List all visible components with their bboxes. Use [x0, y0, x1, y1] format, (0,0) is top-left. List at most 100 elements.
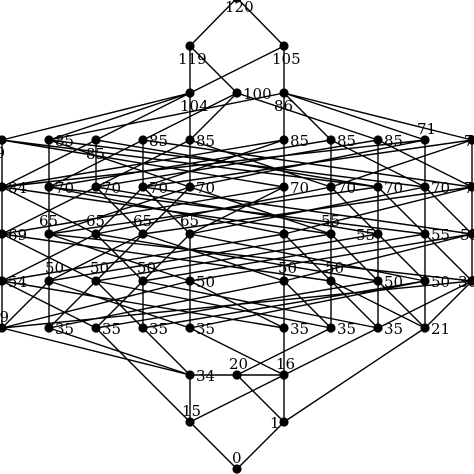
edge-n86-r3i — [283, 92, 426, 141]
node-label-r7c: 35 — [102, 320, 121, 338]
edge-r7c-n15 — [95, 327, 191, 423]
node-r4e — [185, 182, 195, 192]
edge-r4c-r5a — [1, 186, 97, 235]
edge-r3c-r4a — [1, 139, 97, 188]
node-n119 — [185, 41, 195, 51]
edge-n86-r3b — [48, 92, 285, 141]
edge-r5d-r6f — [142, 233, 285, 282]
node-label-r6h: 50 — [384, 273, 403, 291]
node-r5j — [467, 229, 474, 239]
edge-r6j-r7i — [424, 280, 473, 329]
node-label-n119: 119 — [178, 50, 207, 68]
edge-n104-r3c — [95, 92, 191, 141]
edge-r6e-r7a — [1, 280, 191, 329]
edge-r4i-r5j — [424, 186, 473, 235]
edge-r6g-r7h — [330, 280, 379, 329]
node-n86 — [279, 88, 289, 98]
node-r5g — [326, 229, 336, 239]
node-r7e — [185, 323, 195, 333]
edge-r5b-r6j — [48, 233, 473, 282]
node-r4h — [373, 182, 383, 192]
edge-r3j-r4g — [330, 139, 473, 188]
edge-r4j-r5f — [283, 186, 473, 235]
edge-r5d-r6c — [95, 233, 144, 282]
node-r5a — [0, 229, 7, 239]
node-label-n100: 100 — [243, 85, 272, 103]
node-label-r5j: 55 — [460, 226, 474, 244]
node-n20 — [232, 370, 242, 380]
node-label-r3e: 85 — [196, 132, 215, 150]
node-label-r3c: 85 — [86, 145, 105, 163]
edge-n120-n119 — [189, 0, 237, 47]
node-label-r7b: 35 — [55, 320, 74, 338]
edge-r6c-r7b — [48, 280, 97, 329]
edge-n105-n104 — [189, 45, 285, 94]
node-r4a — [0, 182, 7, 192]
edge-r6d-r7h — [142, 280, 379, 329]
node-label-r6c: 50 — [90, 259, 109, 277]
node-label-r6i: 50 — [431, 273, 450, 291]
node-r5h — [373, 229, 383, 239]
node-r5b — [44, 229, 54, 239]
node-n16 — [279, 370, 289, 380]
node-label-r4g: 70 — [337, 179, 356, 197]
node-label-r4e: 70 — [196, 179, 215, 197]
edge-r3f-r4a — [1, 139, 285, 188]
node-label-n104: 104 — [180, 97, 209, 115]
edge-n16-n15 — [189, 374, 285, 423]
node-label-r5c: 65 — [86, 212, 105, 230]
edge-r3h-r4c — [95, 139, 379, 188]
edge-r6i-r7d — [142, 280, 426, 329]
edge-r5f-r6a — [1, 233, 285, 282]
edge-r4e-r5d — [142, 186, 191, 235]
edge-r4j-r5d — [142, 186, 473, 235]
node-label-r7i: 21 — [431, 320, 450, 338]
node-label-n105: 105 — [272, 50, 301, 68]
edge-n119-n100 — [189, 45, 238, 94]
node-r4d — [138, 182, 148, 192]
edge-r7i-n1 — [283, 327, 426, 423]
node-r6f — [279, 276, 289, 286]
node-n0 — [232, 464, 242, 474]
node-label-r5a: 69 — [8, 226, 27, 244]
edge-r6i-r7e — [189, 280, 426, 329]
node-label-r3b: 85 — [55, 132, 74, 150]
node-label-r4d: 70 — [149, 179, 168, 197]
node-label-r7a: 49 — [0, 308, 9, 326]
node-label-n1: 1 — [270, 414, 280, 432]
node-n1 — [279, 417, 289, 427]
node-r7g — [326, 323, 336, 333]
node-label-r6b: 50 — [45, 259, 64, 277]
node-r4g — [326, 182, 336, 192]
node-label-r6j: 36 — [458, 273, 474, 291]
node-r5i — [420, 229, 430, 239]
edge-r3g-r4b — [48, 139, 332, 188]
edge-r4g-r5h — [330, 186, 379, 235]
edge-r3e-r4g — [189, 139, 332, 188]
node-label-r5g: 55 — [321, 212, 340, 230]
edge-n100-r3d — [142, 92, 238, 141]
node-label-r7h: 35 — [384, 320, 403, 338]
edge-r6j-r7a — [1, 280, 473, 329]
node-r7b — [44, 323, 54, 333]
node-label-n0: 0 — [232, 449, 242, 467]
edge-n86-r3j — [283, 92, 473, 141]
node-r5c — [91, 229, 101, 239]
edge-r7e-n16 — [189, 327, 285, 376]
node-r3a — [0, 135, 7, 145]
node-r3f — [279, 135, 289, 145]
node-r6d — [138, 276, 148, 286]
node-label-r3f: 85 — [290, 132, 309, 150]
node-r3j — [467, 135, 474, 145]
node-label-n120: 120 — [225, 0, 254, 16]
edge-n86-r3g — [283, 92, 332, 141]
node-label-r7d: 35 — [149, 320, 168, 338]
node-r6c — [91, 276, 101, 286]
node-label-r5e: 65 — [180, 212, 199, 230]
node-label-r3j: 71 — [464, 132, 474, 150]
edge-r5c-r6a — [1, 233, 97, 282]
node-r3h — [373, 135, 383, 145]
edge-r5j-r6e — [189, 233, 473, 282]
edge-n104-r3b — [48, 92, 191, 141]
